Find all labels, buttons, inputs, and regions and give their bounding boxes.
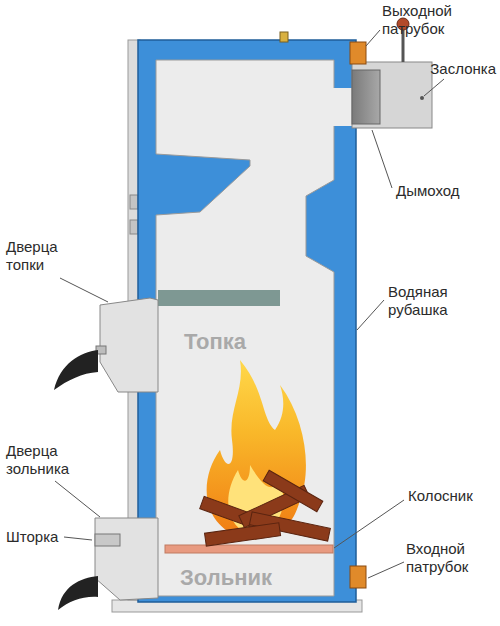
part-label: Заслонка <box>430 60 496 78</box>
outlet-pipe <box>350 42 366 64</box>
leader-line <box>357 300 384 330</box>
flue-pipe <box>352 62 432 128</box>
leader-line <box>55 481 100 517</box>
grate <box>165 545 333 553</box>
door-handle <box>54 350 98 390</box>
leader-line <box>424 79 444 96</box>
leader-lines <box>55 30 444 578</box>
leader-line <box>368 562 404 578</box>
panel-button <box>130 220 138 234</box>
part-label: Дверца зольника <box>6 442 96 478</box>
leader-line <box>372 130 392 188</box>
firebox-door <box>100 298 158 392</box>
part-label: Дверца топки <box>6 238 86 274</box>
panel-button <box>130 195 138 209</box>
leader-line <box>366 30 380 46</box>
part-label: Выходной патрубок <box>382 2 482 38</box>
region-label: Топка <box>184 330 246 354</box>
baffle-plate <box>158 290 280 306</box>
ash-door <box>95 518 158 600</box>
part-label: Дымоход <box>396 182 460 200</box>
log <box>205 523 281 546</box>
log <box>263 470 323 511</box>
damper-axis <box>420 96 424 100</box>
part-label: Входной патрубок <box>406 540 496 576</box>
inlet-pipe <box>350 566 366 588</box>
thermometer <box>280 32 288 42</box>
part-label: Шторка <box>6 528 58 546</box>
region-label: Зольник <box>180 566 272 590</box>
leader-line <box>64 537 92 540</box>
part-label: Водяная рубашка <box>388 283 488 319</box>
chimney-collar <box>352 70 380 124</box>
part-label: Колосник <box>408 487 473 505</box>
air-shutter <box>95 534 120 546</box>
water-jacket <box>138 40 356 602</box>
firewood <box>200 470 331 546</box>
inner-cavity <box>156 60 334 596</box>
leader-line <box>334 500 404 548</box>
leader-line <box>60 278 108 302</box>
door-handle <box>58 576 98 610</box>
